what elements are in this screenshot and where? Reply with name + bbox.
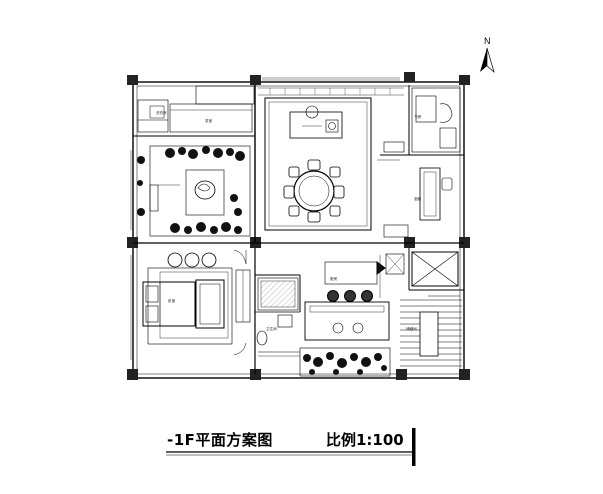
label-laundry: 洗衣房 bbox=[156, 110, 167, 115]
bathroom bbox=[256, 277, 300, 357]
wine-lounge bbox=[304, 253, 405, 341]
study-room bbox=[377, 87, 461, 238]
plan-title: -1F平面方案图 bbox=[167, 431, 273, 449]
north-letter: N bbox=[484, 36, 491, 46]
outer-walls bbox=[132, 81, 465, 379]
label-bathroom: 卫生间 bbox=[266, 326, 277, 331]
stair-core bbox=[400, 251, 462, 367]
label-tea-room: 茶室 bbox=[205, 118, 213, 123]
label-kitchen: 厨房 bbox=[330, 276, 338, 281]
scale-bar bbox=[166, 428, 416, 466]
plan-scale: 比例1:100 bbox=[326, 431, 404, 449]
windows bbox=[130, 77, 400, 360]
label-study: 书房 bbox=[414, 114, 422, 119]
courtyard-garden bbox=[137, 145, 251, 237]
room-labels: 洗衣房 茶室 书房 酒窖 卧室 卫生间 厨房 储藏间 bbox=[156, 110, 422, 331]
dining-room bbox=[258, 87, 404, 231]
label-wine-cellar: 酒窖 bbox=[414, 196, 422, 201]
laundry-area bbox=[137, 85, 255, 133]
bottom-planting bbox=[299, 347, 391, 377]
bedroom bbox=[142, 249, 251, 356]
interior-walls bbox=[133, 85, 464, 374]
label-bedroom: 卧室 bbox=[168, 298, 176, 303]
north-arrow-icon: N bbox=[480, 36, 495, 74]
label-storage: 储藏间 bbox=[406, 326, 417, 331]
